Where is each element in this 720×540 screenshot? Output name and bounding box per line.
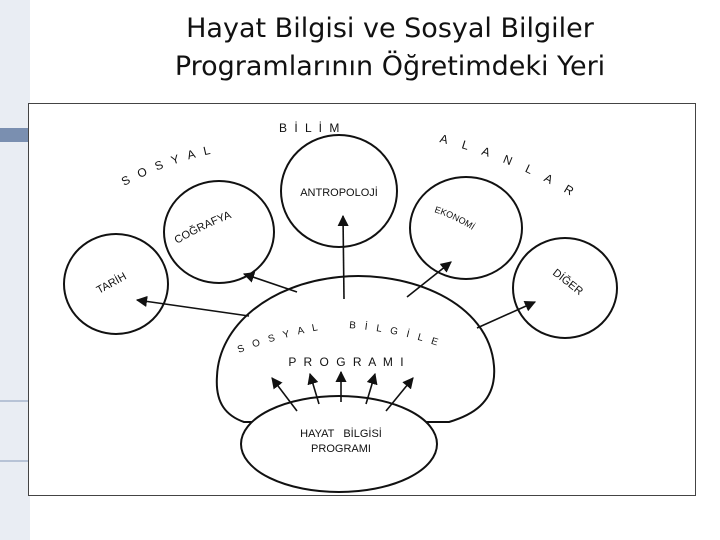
slide-left-stripe — [0, 400, 30, 402]
arrow-up-4 — [365, 372, 378, 405]
arc-sosyal-label: S O S Y A L — [119, 142, 215, 188]
slide-left-stripe — [0, 460, 30, 462]
arrow-up-1 — [271, 377, 298, 412]
arrow-up-5 — [385, 377, 414, 412]
label-programi: P R O G R A M I — [288, 355, 405, 369]
slide-left-band — [0, 0, 30, 540]
sosyal-bilgiler-blob — [215, 275, 496, 423]
arrow-to-ekonomi — [406, 261, 452, 298]
circle-ekonomi — [409, 176, 523, 280]
slide-title: Hayat Bilgisi ve Sosyal Bilgiler Program… — [90, 10, 690, 86]
arrow-to-diger — [476, 301, 537, 329]
arrow-to-tarih — [135, 295, 250, 317]
arrow-to-antropoloji — [337, 214, 349, 300]
circle-tarih — [63, 233, 169, 335]
circle-diger — [512, 237, 618, 339]
slide-title-line1: Hayat Bilgisi ve Sosyal Bilgiler — [186, 13, 594, 44]
diagram-figure: B İ L İ M S O S Y A L A L A N L A R I AN… — [24, 93, 696, 496]
arrow-to-cografya — [242, 271, 298, 293]
circle-antropoloji — [280, 134, 398, 248]
slide-title-line2: Programlarının Öğretimdeki Yeri — [174, 51, 606, 82]
label-antropoloji: ANTROPOLOJİ — [300, 186, 378, 199]
slide-left-accent — [0, 128, 30, 142]
circle-cografya — [163, 180, 275, 284]
arc-bilim-label: B İ L İ M — [279, 121, 341, 135]
label-hayat-programi: PROGRAMI — [311, 443, 371, 455]
label-hayat-bilgisi: HAYAT BİLGİSİ — [300, 427, 382, 440]
hayat-bilgisi-ellipse — [240, 395, 438, 493]
diagram-svg: B İ L İ M S O S Y A L A L A N L A R I AN… — [24, 93, 618, 493]
arrow-up-2 — [307, 372, 320, 405]
